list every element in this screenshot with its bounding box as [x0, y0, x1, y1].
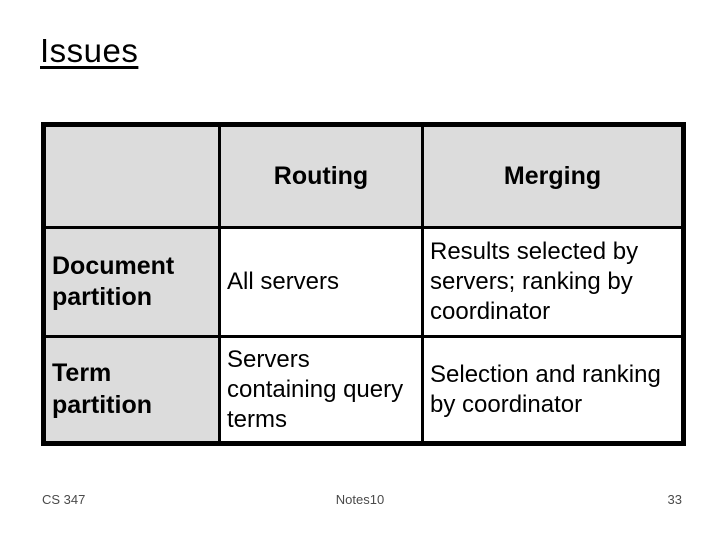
cell-document-partition-routing: All servers [221, 229, 421, 335]
footer-course-label: CS 347 [42, 492, 86, 507]
column-header-merging: Merging [424, 127, 681, 226]
cell-document-partition-merging: Results selected by servers; ranking by … [424, 229, 681, 335]
row-header-document-partition: Document partition [46, 229, 218, 335]
table-corner-cell [46, 127, 218, 226]
row-header-term-partition: Term partition [46, 338, 218, 441]
slide-title: Issues [40, 32, 139, 69]
column-header-routing: Routing [221, 127, 421, 226]
issues-table: Routing Merging Document partition All s… [41, 122, 686, 446]
cell-term-partition-routing: Servers containing query terms [221, 338, 421, 441]
footer-page-number: 33 [667, 492, 682, 507]
footer-deck-label: Notes10 [335, 492, 385, 507]
cell-term-partition-merging: Selection and ranking by coordinator [424, 338, 681, 441]
